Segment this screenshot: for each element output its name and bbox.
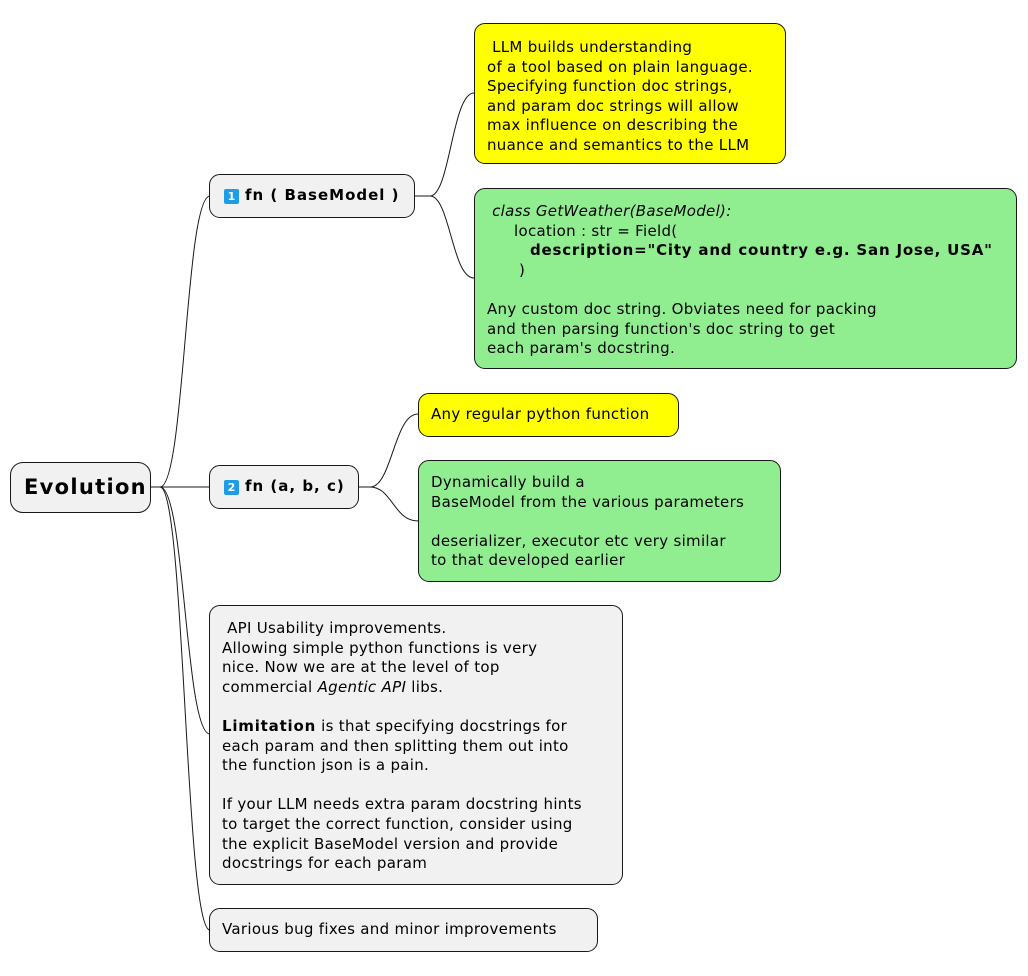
text-emphasis: Agentic API (317, 677, 407, 696)
text-line: each param and then splitting them out i… (222, 736, 569, 755)
note-line: Specifying function doc strings, (487, 77, 733, 96)
root-node-evolution[interactable]: Evolution (10, 462, 151, 513)
code-line-field: location : str = Field( (514, 221, 678, 240)
code-line-description: description="City and country e.g. San J… (530, 241, 993, 260)
note-line: max influence on describing the (487, 116, 739, 135)
edge-root-branch4 (151, 486, 211, 931)
note-line: deserializer, executor etc very similar (431, 531, 726, 550)
note-line: each param's docstring. (487, 339, 676, 358)
text-line: nice. Now we are at the level of top (222, 658, 500, 677)
code-line-class: class GetWeather(BaseModel): (487, 202, 732, 220)
text-line: If your LLM needs extra param docstring … (222, 795, 582, 814)
text-line: Allowing simple python functions is very (222, 638, 538, 657)
branch-fn-basemodel-label: fn ( BaseModel ) (245, 186, 400, 205)
text-line: the explicit BaseModel version and provi… (222, 834, 559, 853)
note-getweather-example: class GetWeather(BaseModel): location : … (474, 188, 1017, 369)
note-line: Any custom doc string. Obviates need for… (487, 299, 877, 318)
text-fragment: commercial (222, 677, 318, 696)
note-llm-understanding: LLM builds understanding of a tool based… (474, 23, 786, 164)
note-line: and then parsing function's doc string t… (487, 319, 836, 338)
note-line: of a tool based on plain language. (487, 57, 753, 76)
note-line: nuance and semantics to the LLM (487, 135, 750, 154)
root-label: Evolution (24, 474, 147, 499)
code-line-close: ) (519, 260, 526, 279)
branch-api-usability[interactable]: API Usability improvements. Allowing sim… (209, 605, 623, 885)
edge-branch1-green (414, 195, 475, 279)
edge-branch1-yellow (414, 92, 475, 197)
text-line-limitation: Limitation is that specifying docstrings… (222, 717, 622, 737)
text-fragment: is that specifying docstrings for (316, 716, 568, 735)
text-line: docstrings for each param (222, 854, 428, 873)
branch-fn-basemodel[interactable]: 1 fn ( BaseModel ) (209, 174, 415, 218)
note-regular-python-function: Any regular python function (418, 393, 679, 437)
text-line: API Usability improvements. (222, 619, 447, 637)
text-line: the function json is a pain. (222, 756, 430, 775)
branch-fn-abc[interactable]: 2 fn (a, b, c) (209, 465, 359, 509)
branch-fn-abc-label: fn (a, b, c) (245, 477, 345, 496)
edge-branch2-green (358, 486, 419, 522)
note-line: Any regular python function (431, 405, 650, 423)
edge-branch2-yellow (358, 413, 419, 488)
edge-root-branch3 (151, 486, 211, 735)
branch-bug-fixes[interactable]: Various bug fixes and minor improvements (209, 908, 598, 952)
text-line: to target the correct function, consider… (222, 814, 573, 833)
text-line: Various bug fixes and minor improvements (222, 920, 557, 938)
note-line: to that developed earlier (431, 551, 626, 570)
note-line: LLM builds understanding (487, 38, 693, 56)
limitation-label: Limitation (222, 716, 317, 735)
text-line-agentic: commercial Agentic API libs. (222, 678, 622, 698)
priority-1-icon: 1 (224, 188, 239, 204)
note-dynamic-basemodel: Dynamically build a BaseModel from the v… (418, 460, 781, 582)
text-fragment: libs. (406, 677, 444, 696)
edge-root-branch1 (151, 195, 211, 488)
note-line: Dynamically build a (431, 473, 585, 491)
note-line: BaseModel from the various parameters (431, 492, 745, 511)
note-line: and param doc strings will allow (487, 96, 739, 115)
priority-2-icon: 2 (224, 479, 239, 495)
